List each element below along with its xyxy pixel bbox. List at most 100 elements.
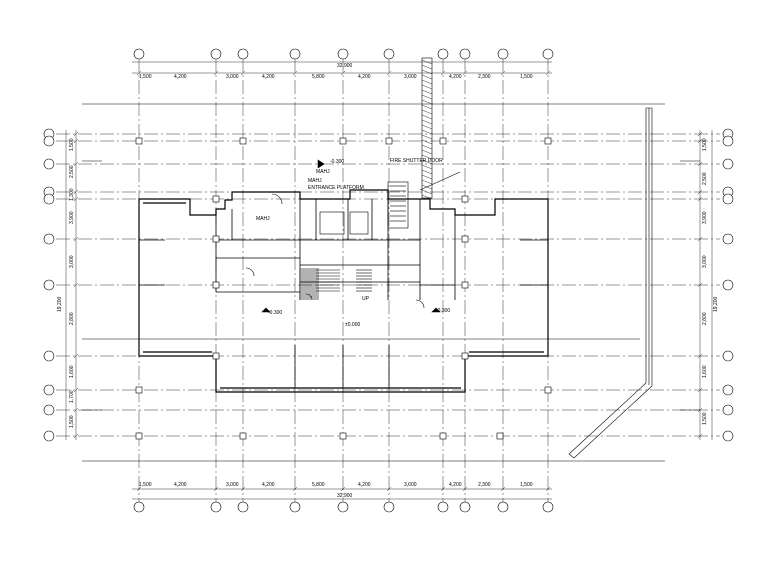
leader-line (419, 171, 461, 191)
tick-top-4 (340, 70, 346, 76)
axis-bubble-right-7 (722, 350, 734, 362)
chimney-hatch-23 (421, 174, 433, 180)
column-15 (212, 281, 220, 289)
column-17 (461, 195, 469, 203)
tick-left-7 (73, 353, 79, 359)
axis-bubble-right-6 (722, 279, 734, 291)
column-18 (461, 235, 469, 243)
right-dim-1: 2,500 (702, 172, 708, 185)
dimension-text-right: 1,500 2,500 3,900 3,000 2,800 1,600 1,50… (702, 138, 719, 425)
chimney-hatch-8 (421, 99, 433, 105)
bottom-dim-5: 4,200 (358, 482, 371, 488)
elevation-center: ±0.000 (345, 322, 360, 328)
bottom-dim-8: 2,300 (478, 482, 491, 488)
axis-bubble-right-4 (722, 193, 734, 205)
column-19 (461, 281, 469, 289)
marker-right (431, 307, 441, 313)
tick-top-2 (240, 70, 246, 76)
bottom-dim-9: 1,500 (520, 482, 533, 488)
chimney-hatch-3 (421, 74, 433, 80)
axis-bubble-top-5 (383, 48, 395, 60)
tick-bottom-5 (386, 486, 392, 492)
column-9 (239, 432, 247, 440)
building-outline (138, 189, 549, 393)
axis-bubble-left-4 (43, 193, 55, 205)
left-dim-7: 1,700 (69, 390, 75, 403)
chimney-hatch-12 (421, 119, 433, 125)
axis-bubble-top-9 (542, 48, 554, 60)
marker-left (261, 307, 271, 313)
chimney-hatch-20 (421, 159, 433, 165)
bottom-total: 32,900 (337, 493, 353, 499)
bottom-dim-0: 1,500 (139, 482, 152, 488)
top-dim-3: 4,200 (262, 74, 275, 80)
tick-top-8 (500, 70, 506, 76)
bottom-dim-6: 3,600 (404, 482, 417, 488)
tick-bottom-1 (213, 486, 219, 492)
tick-right-4 (697, 196, 703, 202)
chimney-hatch-5 (421, 84, 433, 90)
tick-top-5 (386, 70, 392, 76)
column-11 (439, 432, 447, 440)
building-walls (138, 189, 549, 393)
axis-bubble-top-3 (289, 48, 301, 60)
bottom-dim-1: 4,200 (174, 482, 187, 488)
column-4 (439, 137, 447, 145)
axis-bubble-top-7 (459, 48, 471, 60)
room-label: MAHJ (316, 169, 330, 175)
top-total: 32,900 (337, 63, 353, 69)
top-dim-9: 1,500 (520, 74, 533, 80)
tick-left-5 (73, 236, 79, 242)
axis-bubble-left-10 (43, 430, 55, 442)
tick-left-4 (73, 196, 79, 202)
axis-bubble-right-5 (722, 233, 734, 245)
tick-right-2 (697, 161, 703, 167)
axis-bubble-left-5 (43, 233, 55, 245)
chimney-hatch-16 (421, 139, 433, 145)
axis-bubble-bottom-6 (437, 501, 449, 513)
axis-bubble-top-6 (437, 48, 449, 60)
chimney-hatch-22 (421, 169, 433, 175)
right-dim-6: 1,500 (702, 412, 708, 425)
tick-right-6 (697, 282, 703, 288)
door-swing-1 (245, 267, 255, 277)
right-dim-2: 3,900 (702, 211, 708, 224)
canopy-structure (568, 107, 653, 459)
tick-left-9 (73, 407, 79, 413)
bottom-dim-7: 4,200 (449, 482, 462, 488)
tick-bottom-6 (440, 486, 446, 492)
tick-left-1 (73, 138, 79, 144)
room-left: MAHJ (256, 216, 270, 222)
right-total: 19,200 (713, 296, 719, 312)
tick-right-0 (697, 131, 703, 137)
chimney-hatch-26 (421, 189, 433, 195)
dimension-lines (65, 61, 713, 500)
column-13 (212, 195, 220, 203)
column-1 (239, 137, 247, 145)
stair-elevator-core (299, 57, 433, 300)
axis-bubble-bottom-8 (497, 501, 509, 513)
left-dim-6: 1,600 (69, 365, 75, 378)
bottom-dim-4: 5,800 (312, 482, 325, 488)
right-dim-5: 1,600 (702, 365, 708, 378)
axis-bubble-bottom-5 (383, 501, 395, 513)
top-dim-0: 1,500 (139, 74, 152, 80)
tick-bottom-3 (292, 486, 298, 492)
bottom-dim-2: 3,000 (226, 482, 239, 488)
tick-left-8 (73, 387, 79, 393)
axis-bubble-bottom-4 (337, 501, 349, 513)
left-dim-8: 1,500 (69, 415, 75, 428)
column-12 (496, 432, 504, 440)
elevation-top: -0.300 (330, 159, 344, 165)
note-a: MAHJ (308, 178, 322, 184)
note-b: ENTRANCE PLATFORM (308, 185, 364, 191)
axis-bubble-right-1 (722, 135, 734, 147)
top-dim-4: 5,800 (312, 74, 325, 80)
dimension-text-top: 1,500 4,200 3,000 4,200 5,800 4,200 3,60… (139, 63, 533, 80)
axis-bubble-bottom-1 (210, 501, 222, 513)
chimney-hatch-10 (421, 109, 433, 115)
tick-right-8 (697, 387, 703, 393)
chimney-hatch-21 (421, 164, 433, 170)
note-c: FIRE SHUTTER DOOR (390, 158, 443, 164)
axis-bubble-right-9 (722, 404, 734, 416)
